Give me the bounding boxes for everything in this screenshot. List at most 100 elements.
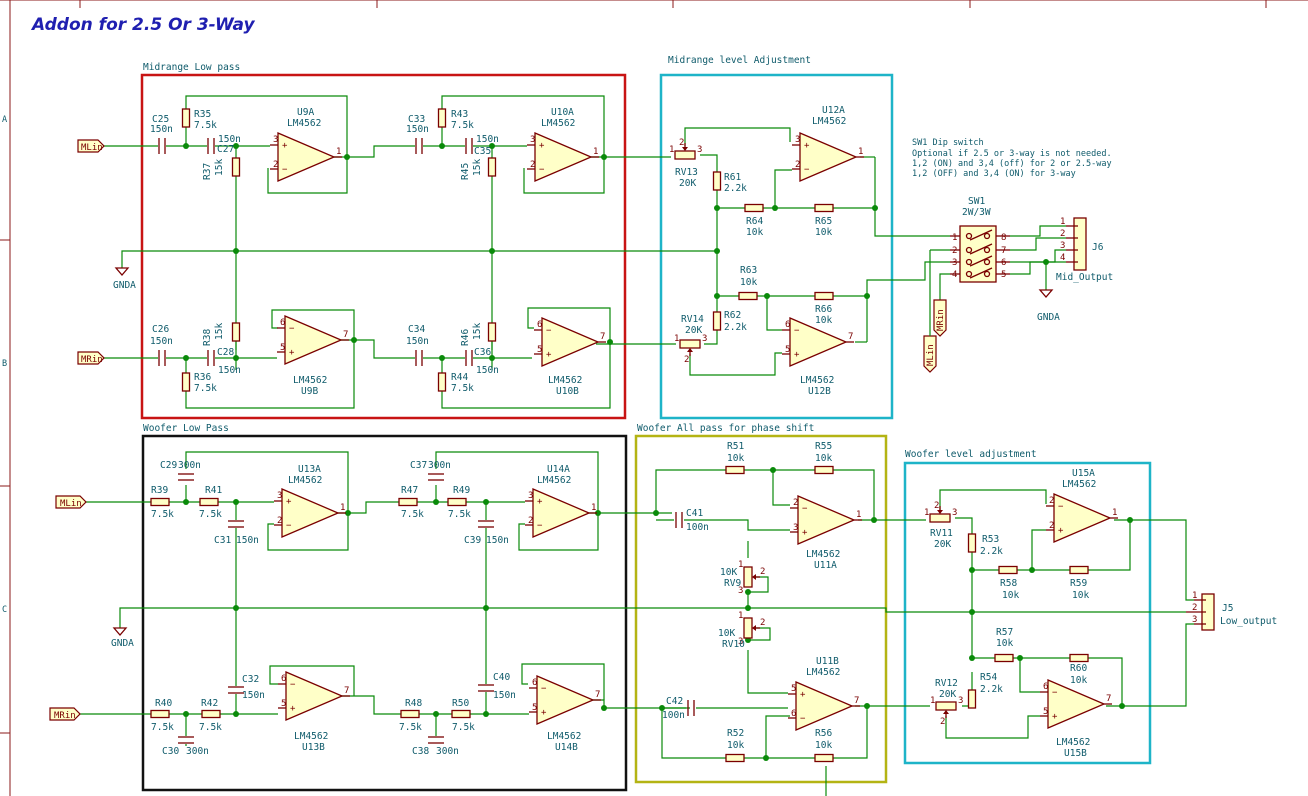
woofer-level-box [903, 461, 1152, 765]
svg-text:15k: 15k [472, 323, 483, 340]
woofer-allpass-title: Woofer All pass for phase shift [637, 423, 814, 434]
svg-text:U11A: U11A [814, 560, 837, 571]
label-mrin-woofer: MRin [49, 707, 81, 721]
svg-text:150n: 150n [242, 690, 265, 701]
svg-text:20K: 20K [939, 689, 956, 700]
svg-text:C31: C31 [214, 535, 231, 546]
svg-text:2: 2 [277, 516, 282, 526]
label-mlin-switch: MLin [923, 250, 937, 373]
svg-text:4: 4 [1060, 253, 1065, 263]
svg-text:100n: 100n [686, 522, 709, 533]
svg-text:R58: R58 [1000, 578, 1017, 589]
svg-text:300n: 300n [186, 746, 209, 757]
svg-text:6: 6 [1043, 682, 1048, 692]
gnda-label-woofer: GNDA [111, 638, 134, 649]
svg-text:MRin: MRin [54, 711, 76, 721]
svg-text:U15B: U15B [1064, 748, 1087, 759]
svg-text:2: 2 [528, 516, 533, 526]
svg-text:R60: R60 [1070, 663, 1087, 674]
svg-text:2: 2 [273, 160, 278, 170]
junctions [183, 143, 1133, 761]
svg-text:−: − [541, 684, 547, 694]
mid-lowpass-box [140, 73, 627, 420]
svg-text:+: + [794, 350, 800, 360]
svg-text:C40: C40 [493, 672, 510, 683]
svg-text:150n: 150n [476, 365, 499, 376]
svg-text:7: 7 [1001, 246, 1006, 256]
j5-connector: 12 3 [1186, 591, 1215, 631]
svg-text:R46: R46 [460, 329, 471, 346]
svg-text:+: + [290, 704, 296, 714]
svg-text:3: 3 [952, 508, 957, 518]
svg-text:R57: R57 [996, 627, 1013, 638]
svg-text:7.5k: 7.5k [452, 722, 475, 733]
svg-text:U12A: U12A [822, 105, 845, 116]
svg-text:R52: R52 [727, 728, 744, 739]
svg-text:−: − [1052, 688, 1058, 698]
svg-text:U14B: U14B [555, 742, 578, 753]
svg-text:R65: R65 [815, 216, 832, 227]
svg-text:6: 6 [537, 320, 542, 330]
svg-text:−: − [1058, 502, 1064, 512]
svg-text:7: 7 [595, 690, 600, 700]
svg-text:+: + [804, 141, 810, 151]
svg-text:1: 1 [674, 334, 679, 344]
svg-text:2: 2 [760, 567, 765, 577]
svg-text:LM4562: LM4562 [541, 118, 575, 129]
svg-text:5: 5 [280, 343, 285, 353]
svg-text:7.5k: 7.5k [451, 120, 474, 131]
svg-text:−: − [286, 521, 292, 531]
svg-text:R54: R54 [980, 672, 997, 683]
svg-text:RV12: RV12 [935, 678, 958, 689]
svg-text:5: 5 [1001, 270, 1006, 280]
svg-text:3: 3 [273, 135, 278, 145]
svg-text:150n: 150n [406, 124, 429, 135]
label-mrin-switch: MRin [933, 299, 947, 337]
svg-text:+: + [539, 141, 545, 151]
svg-text:1: 1 [1192, 591, 1197, 601]
svg-text:−: − [537, 521, 543, 531]
svg-text:150n: 150n [218, 365, 241, 376]
svg-text:1: 1 [336, 147, 341, 157]
svg-text:U15A: U15A [1072, 468, 1095, 479]
svg-text:10k: 10k [727, 453, 744, 464]
svg-text:3: 3 [738, 637, 743, 647]
svg-text:2: 2 [530, 160, 535, 170]
wires [80, 95, 1194, 796]
svg-text:C37: C37 [410, 460, 427, 471]
border-row-c: C [2, 605, 7, 615]
woofer-allpass-box [634, 434, 888, 784]
svg-text:U12B: U12B [808, 386, 831, 397]
svg-text:LM4562: LM4562 [537, 475, 571, 486]
svg-text:10K: 10K [720, 567, 737, 578]
svg-text:C33: C33 [408, 114, 425, 125]
svg-text:100n: 100n [662, 710, 685, 721]
gnda-symbol-mid [114, 267, 130, 276]
svg-text:1: 1 [1112, 508, 1117, 518]
svg-text:8: 8 [1001, 233, 1006, 243]
svg-text:U10A: U10A [551, 107, 574, 118]
svg-text:LM4562: LM4562 [547, 731, 581, 742]
svg-text:6: 6 [280, 318, 285, 328]
svg-text:MLin: MLin [60, 499, 82, 509]
svg-text:2: 2 [679, 138, 684, 148]
svg-text:LM4562: LM4562 [294, 731, 328, 742]
svg-text:MRin: MRin [81, 355, 103, 365]
svg-text:1: 1 [738, 611, 743, 621]
